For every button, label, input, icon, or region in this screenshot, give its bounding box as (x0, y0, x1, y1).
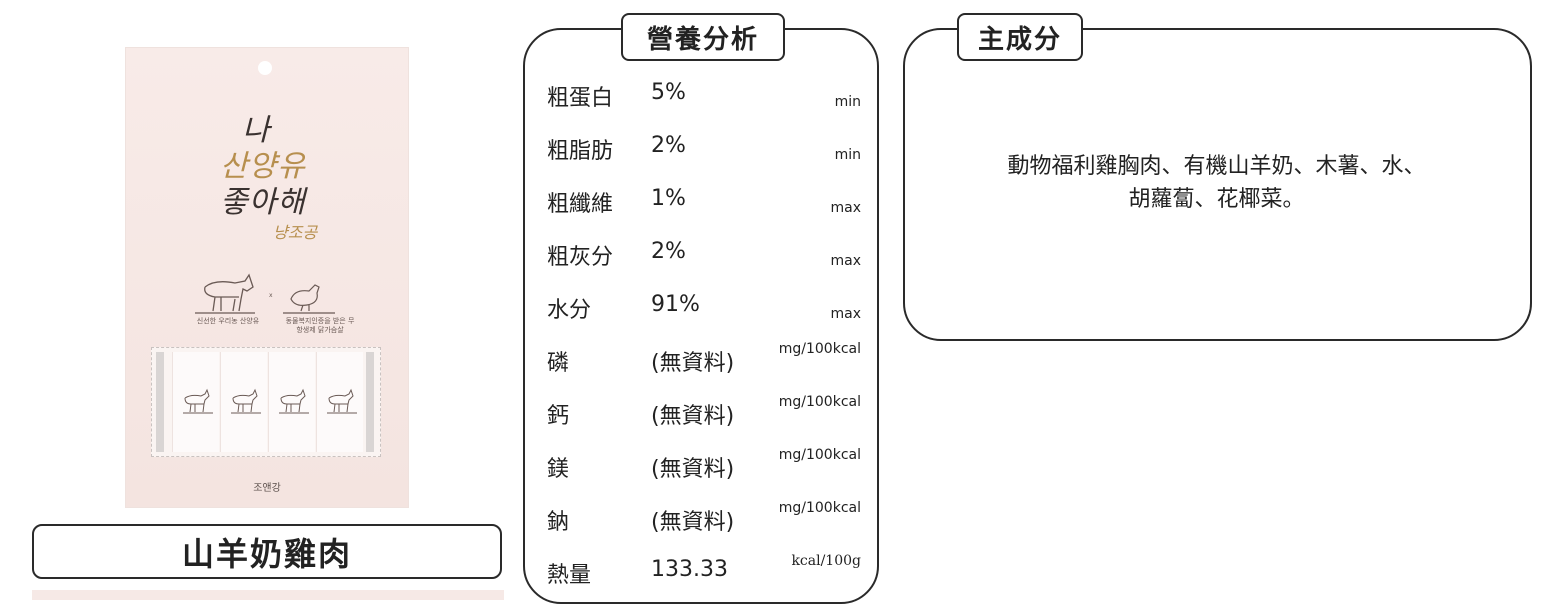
nutrient-unit: min (834, 94, 861, 110)
nutrient-label: 粗蛋白 (547, 86, 614, 111)
nutrient-value: (無資料) (651, 404, 735, 429)
nutrient-value: 2% (651, 239, 686, 264)
nutrition-row: 磷 (無資料) mg/100kcal (525, 341, 881, 398)
nutrient-unit: mg/100kcal (778, 500, 861, 516)
nutrient-label: 鎂 (547, 457, 570, 482)
nutrient-label: 粗纖維 (547, 192, 614, 217)
nutrient-value: 5% (651, 80, 686, 105)
nutrition-row: 鈣 (無資料) mg/100kcal (525, 394, 881, 451)
nutrition-row: 鈉 (無資料) mg/100kcal (525, 500, 881, 557)
nutrient-value: 91% (651, 292, 700, 317)
package-subtitle: 냥조공 (273, 223, 318, 242)
package-caption-left: 신선한 우리농 산양유 (196, 317, 260, 325)
next-card-edge (32, 590, 504, 600)
chicken-icon (283, 284, 335, 314)
nutrient-value: (無資料) (651, 457, 735, 482)
stick-pack (172, 352, 219, 452)
goat-icon (183, 388, 213, 414)
ingredients-line2: 胡蘿蔔、花椰菜。 (1128, 187, 1305, 212)
nutrient-label: 水分 (547, 298, 592, 323)
nutrient-value: 1% (651, 186, 686, 211)
nutrition-row: 鎂 (無資料) mg/100kcal (525, 447, 881, 504)
ingredients-heading: 主成分 (957, 13, 1083, 61)
goat-icon (279, 388, 309, 414)
svg-text:x: x (269, 292, 273, 299)
nutrient-label: 粗脂肪 (547, 139, 614, 164)
nutrient-unit: mg/100kcal (778, 447, 861, 463)
nutrient-unit: mg/100kcal (778, 394, 861, 410)
nutrition-row: 粗脂肪 2% min (525, 133, 881, 186)
nutrition-row: 粗灰分 2% max (525, 239, 881, 292)
stick-pack (316, 352, 363, 452)
package-title: 나 산양유 좋아해 (220, 113, 340, 221)
nutrient-label: 熱量 (547, 563, 592, 588)
package-title-line1: 나 (242, 113, 271, 148)
nutrient-unit: kcal/100g (791, 553, 861, 569)
goat-chicken-illustration: x (195, 273, 335, 314)
nutrient-value: (無資料) (651, 510, 735, 535)
hang-hole (258, 61, 272, 75)
ingredients-text: 動物福利雞胸肉、有機山羊奶、木薯、水、 胡蘿蔔、花椰菜。 (940, 150, 1493, 216)
nutrition-row: 水分 91% max (525, 292, 881, 345)
nutrient-unit: max (830, 253, 861, 269)
stick-pack-window (151, 347, 381, 457)
nutrient-unit: mg/100kcal (778, 341, 861, 357)
nutrition-heading: 營養分析 (621, 13, 785, 61)
product-name: 山羊奶雞肉 (32, 524, 502, 579)
ingredients-line1: 動物福利雞胸肉、有機山羊奶、木薯、水、 (1007, 154, 1426, 179)
nutrient-value: 2% (651, 133, 686, 158)
nutrient-unit: max (830, 306, 861, 322)
package-maker: 조앤강 (253, 483, 281, 494)
goat-icon (327, 388, 357, 414)
window-edge-right (366, 352, 374, 452)
nutrient-label: 鈣 (547, 404, 570, 429)
nutrition-row: 熱量 133.33 kcal/100g (525, 553, 881, 610)
goat-icon (231, 388, 261, 414)
nutrient-label: 粗灰分 (547, 245, 614, 270)
package-caption-right: 동물복지인증을 받은 무항생제 닭가슴살 (285, 317, 355, 334)
nutrient-value: 133.33 (651, 557, 728, 582)
nutrition-row: 粗纖維 1% max (525, 186, 881, 239)
nutrition-panel: 粗蛋白 5% min 粗脂肪 2% min 粗纖維 1% max 粗灰分 2% … (523, 28, 879, 604)
nutrition-row: 粗蛋白 5% min (525, 80, 881, 133)
product-image: 나 산양유 좋아해 냥조공 x 신선한 우리농 산양유 동물복지인증을 받은 무… (125, 47, 409, 508)
nutrient-unit: max (830, 200, 861, 216)
stick-pack (268, 352, 315, 452)
nutrient-value: (無資料) (651, 351, 735, 376)
goat-icon (195, 273, 255, 314)
package-title-line3: 좋아해 (220, 185, 306, 220)
nutrient-label: 鈉 (547, 510, 570, 535)
window-edge-left (156, 352, 164, 452)
stick-pack (220, 352, 267, 452)
ingredients-panel (903, 28, 1532, 341)
nutrient-label: 磷 (547, 351, 570, 376)
nutrient-unit: min (834, 147, 861, 163)
package-title-line2: 산양유 (220, 149, 306, 184)
